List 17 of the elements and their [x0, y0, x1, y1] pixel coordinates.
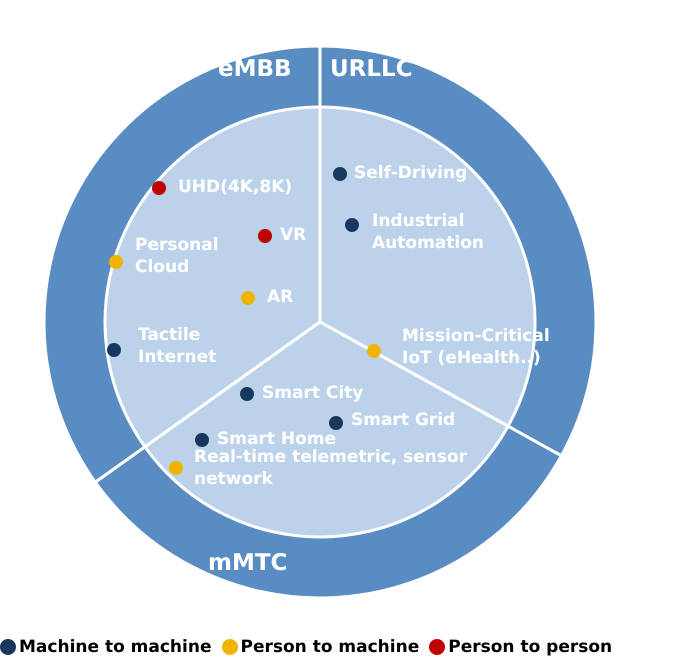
- use-case-label: Tactile Internet: [138, 324, 218, 368]
- use-case-label: Smart City: [262, 382, 364, 404]
- use-case-label: AR: [267, 286, 294, 308]
- use-case-label: UHD(4K,8K): [178, 176, 294, 198]
- use-case-label: Smart Home: [217, 428, 338, 449]
- legend-label: Machine to machine: [19, 637, 212, 657]
- legend-label: Person to person: [448, 637, 612, 657]
- segment-title: eMBB: [218, 56, 292, 82]
- use-case-label: VR: [280, 224, 308, 246]
- segment-title: mMTC: [208, 550, 288, 576]
- legend-label: Person to machine: [240, 637, 420, 657]
- use-case-label: Self-Driving: [354, 162, 468, 184]
- use-case-label: Smart Grid: [351, 409, 456, 431]
- use-case-label: Industrial Automation: [372, 210, 485, 254]
- use-case-label: Personal Cloud: [135, 234, 220, 278]
- segment-title: URLLC: [330, 56, 413, 82]
- use-case-label: Real-time telemetric, sensor network: [194, 446, 468, 490]
